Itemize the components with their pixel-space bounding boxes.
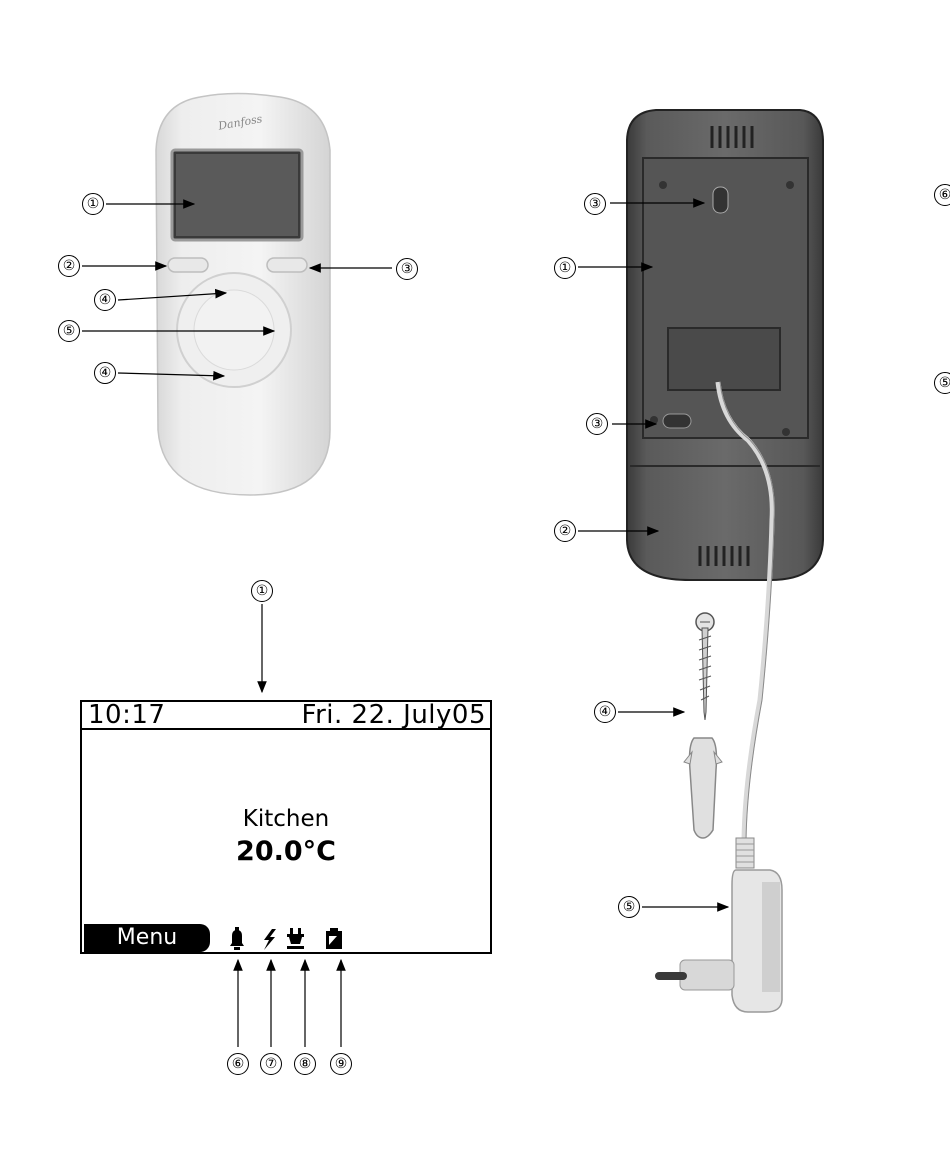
- lightning-icon: [264, 929, 276, 950]
- callout-front-right-key: ③: [396, 258, 418, 280]
- lcd-status-bar: 10:17 Fri. 22. July05: [82, 702, 490, 730]
- callout-lcd-plug: ⑧: [294, 1053, 316, 1075]
- menu-button[interactable]: Menu: [84, 924, 210, 952]
- callout-lcd-battery: ⑨: [330, 1053, 352, 1075]
- battery-icon: [326, 928, 342, 949]
- lcd-date: Fri. 22. July05: [302, 700, 486, 730]
- callout-back-adapter: ⑤: [618, 896, 640, 918]
- callout-back-panel: ①: [554, 257, 576, 279]
- callout-front-dpad-center: ⑤: [58, 320, 80, 342]
- callout-back-battery: ②: [554, 520, 576, 542]
- callout-lcd-lightning: ⑦: [260, 1053, 282, 1075]
- callout-front-dpad-down: ④: [94, 362, 116, 384]
- callout-back-screw: ④: [594, 701, 616, 723]
- lcd-display: 10:17 Fri. 22. July05 Kitchen 20.0°C Men…: [80, 700, 492, 954]
- callout-right-edge-5: ⑤: [934, 372, 950, 394]
- callout-front-left-key: ②: [58, 255, 80, 277]
- callout-back-mount-top: ③: [584, 193, 606, 215]
- lcd-room-name: Kitchen: [82, 806, 490, 832]
- callout-back-mount-side: ③: [586, 413, 608, 435]
- callout-right-edge-6: ⑥: [934, 184, 950, 206]
- bell-icon: [230, 927, 244, 950]
- callout-front-display: ①: [82, 193, 104, 215]
- lcd-time: 10:17: [88, 700, 165, 730]
- callout-lcd-bell: ⑥: [227, 1053, 249, 1075]
- lcd-temperature: 20.0°C: [82, 836, 490, 867]
- callout-lcd-top: ①: [251, 580, 273, 602]
- callout-front-dpad-up: ④: [94, 289, 116, 311]
- lcd-status-icons: [226, 926, 366, 952]
- plug-icon: [287, 928, 304, 949]
